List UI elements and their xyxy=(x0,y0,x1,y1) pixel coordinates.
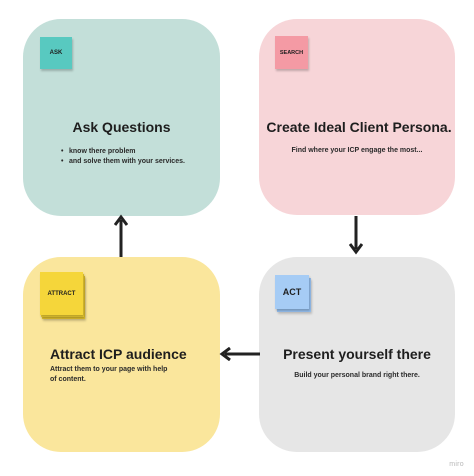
sticky-note-attract[interactable]: ATTRACT xyxy=(40,272,83,315)
card-act-title: Present yourself there xyxy=(283,346,431,362)
card-search-subtitle: Find where your ICP engage the most... xyxy=(291,147,423,154)
sticky-note-label: ACT xyxy=(282,287,302,297)
sticky-note-label: ATTRACT xyxy=(47,290,76,297)
sticky-note-act[interactable]: ACT xyxy=(275,275,309,309)
card-ask-title: Ask Questions xyxy=(72,119,171,135)
sticky-note-label: ASK xyxy=(49,50,63,56)
card-ask-bullets: know there problem and solve them with y… xyxy=(61,147,220,167)
arrow-left-icon[interactable] xyxy=(219,347,260,361)
card-ask-bullet: know there problem xyxy=(61,147,220,157)
watermark: miro xyxy=(449,461,464,468)
card-attract-subtitle: Attract them to your page with help of c… xyxy=(50,366,168,383)
card-ask-bullet: and solve them with your services. xyxy=(61,157,220,167)
sticky-note-search[interactable]: SEARCH xyxy=(275,36,308,69)
card-search-title: Create Ideal Client Persona. xyxy=(266,119,452,135)
card-attract-title: Attract ICP audience xyxy=(50,346,187,362)
card-act-subtitle: Build your personal brand right there. xyxy=(294,372,420,379)
sticky-note-ask[interactable]: ASK xyxy=(40,37,72,69)
sticky-note-label: SEARCH xyxy=(279,49,304,56)
arrow-up-icon[interactable] xyxy=(114,214,128,257)
arrow-down-icon[interactable] xyxy=(349,216,363,257)
